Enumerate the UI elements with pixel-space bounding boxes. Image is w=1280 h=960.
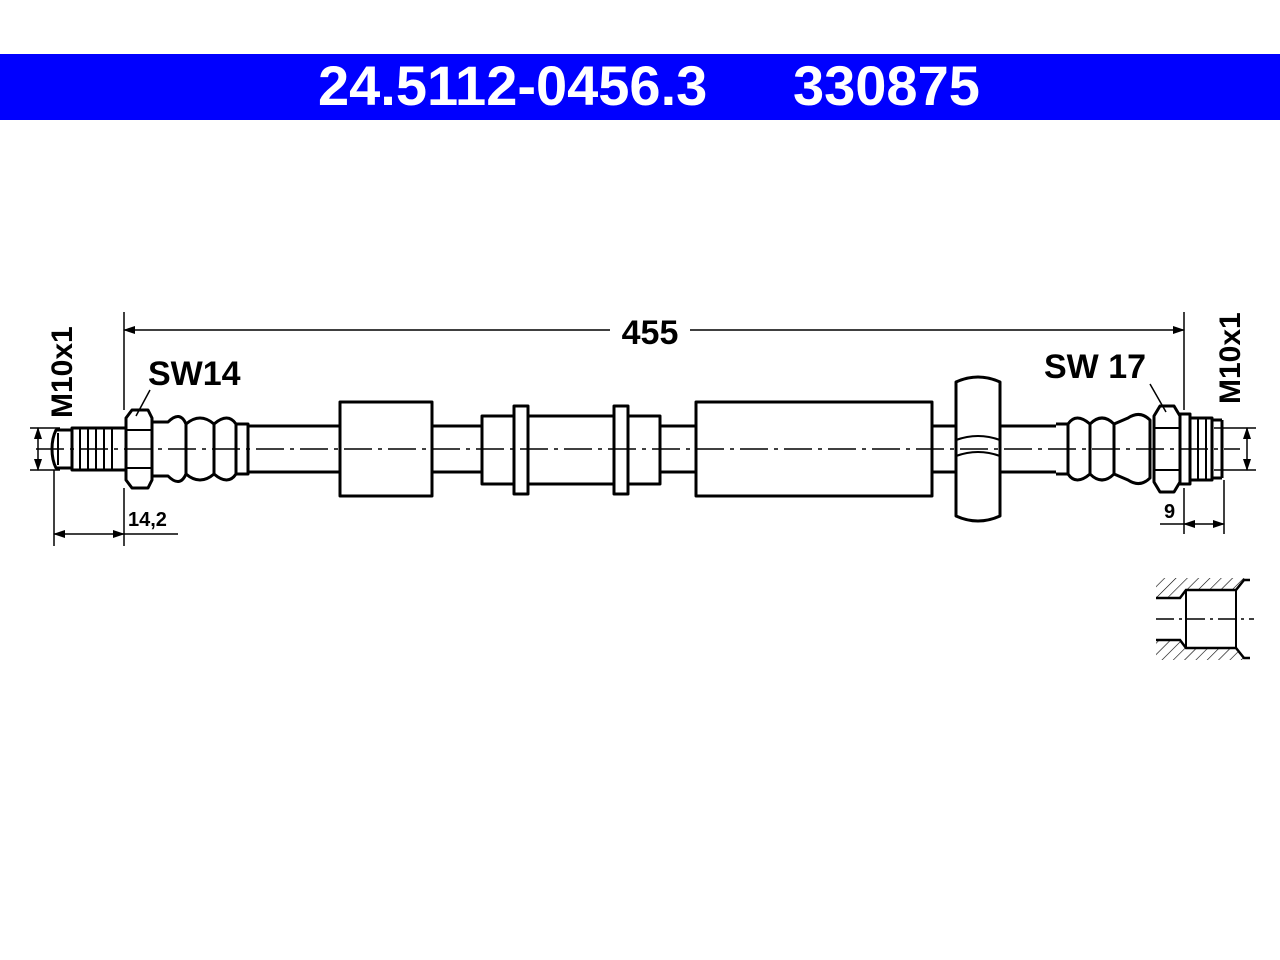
- left-thread-label: M10x1: [46, 326, 79, 418]
- right-female-fitting: [1056, 404, 1224, 494]
- part-number: 24.5112-0456.3: [318, 54, 708, 117]
- left-fitting-length-label: 14,2: [128, 509, 167, 531]
- left-fitting-length-dimension: [53, 470, 178, 546]
- overall-length-label: 455: [622, 314, 679, 352]
- holder-clip: [954, 375, 1002, 523]
- left-thread-dimension: [30, 427, 60, 471]
- overall-length-dimension: [123, 312, 1185, 410]
- left-wrench-size-label: SW14: [148, 355, 241, 393]
- right-thread-dimension: [1214, 427, 1256, 471]
- bracket-body: [480, 414, 662, 486]
- right-fitting-length-label: 9: [1164, 501, 1175, 523]
- header-bar: [0, 54, 1280, 120]
- right-fitting-length-dimension: [1160, 480, 1225, 534]
- right-wrench-size-label: SW 17: [1044, 348, 1146, 386]
- right-thread-label: M10x1: [1214, 312, 1247, 404]
- reference-number: 330875: [793, 54, 980, 117]
- port-section-detail: [1156, 578, 1254, 660]
- hose-body: [248, 375, 1056, 523]
